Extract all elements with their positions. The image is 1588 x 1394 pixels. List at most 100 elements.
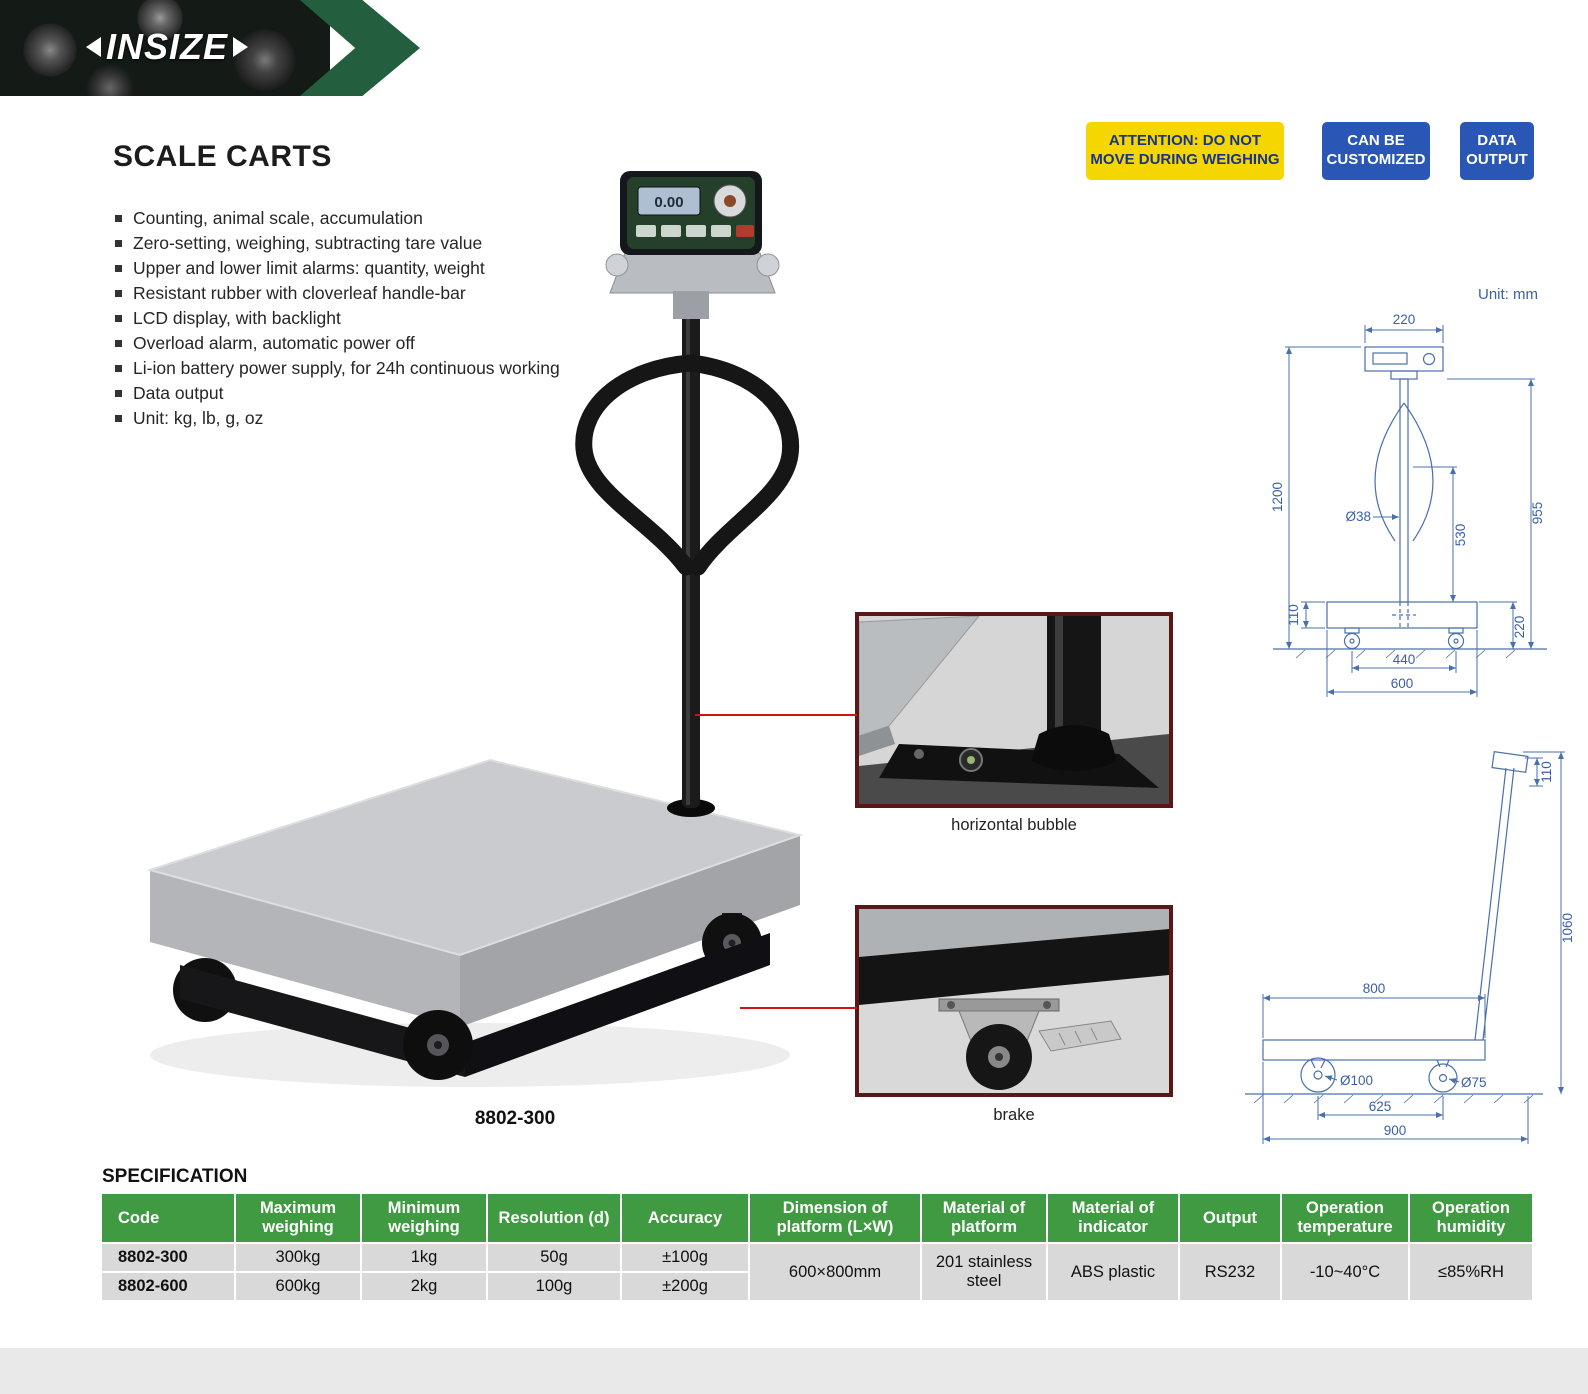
col-header-dimension: Dimension of platform (L×W) (748, 1192, 922, 1244)
bullet-icon (115, 390, 122, 397)
logo-left-arrow-icon (86, 37, 101, 57)
can-be-customized-badge: CAN BE CUSTOMIZED (1322, 122, 1430, 180)
bubble-caption: horizontal bubble (951, 816, 1077, 834)
cell-accuracy: ±100g (620, 1242, 750, 1273)
product-photo: 0.00 (146, 171, 804, 1087)
dim-handle-height: 955 (1530, 502, 1545, 525)
col-header-material-platform: Material of platform (920, 1192, 1048, 1244)
horizontal-bubble-photo (859, 616, 1169, 804)
unit-note: Unit: mm (1478, 286, 1538, 303)
col-header-accuracy: Accuracy (620, 1192, 750, 1244)
page-title: SCALE CARTS (113, 140, 332, 173)
dim-overall-height: 1060 (1560, 913, 1575, 943)
feature-item: Upper and lower limit alarms: quantity, … (113, 256, 565, 281)
col-header-operation-temperature: Operation temperature (1280, 1192, 1410, 1244)
specification-table: Code Maximum weighing Minimum weighing R… (100, 1192, 1534, 1302)
cell-maximum-weighing: 600kg (234, 1271, 362, 1302)
cell-accuracy: ±200g (620, 1271, 750, 1302)
bullet-icon (115, 315, 122, 322)
feature-text: Zero-setting, weighing, subtracting tare… (133, 233, 483, 253)
col-header-minimum-weighing: Minimum weighing (360, 1192, 488, 1244)
header-banner: INSIZE (0, 0, 1588, 96)
logo-right-arrow-icon (233, 37, 249, 57)
feature-list: Counting, animal scale, accumulation Zer… (113, 206, 565, 431)
cell-resolution: 50g (486, 1242, 622, 1273)
bullet-icon (115, 265, 122, 272)
feature-item: Overload alarm, automatic power off (113, 331, 565, 356)
col-header-output: Output (1178, 1192, 1282, 1244)
brake-caption: brake (993, 1106, 1035, 1124)
specification-heading: SPECIFICATION (102, 1166, 248, 1187)
model-caption: 8802-300 (474, 1108, 556, 1129)
cell-code: 8802-600 (100, 1271, 236, 1302)
feature-text: Counting, animal scale, accumulation (133, 208, 423, 228)
attention-badge-label: ATTENTION: DO NOT MOVE DURING WEIGHING (1090, 132, 1280, 168)
dim-rear-wheel-diameter: Ø75 (1461, 1075, 1487, 1090)
feature-item: Resistant rubber with cloverleaf handle-… (113, 281, 565, 306)
bullet-icon (115, 365, 122, 372)
feature-item: Data output (113, 381, 565, 406)
dim-indicator-width: 220 (1393, 312, 1416, 327)
bullet-icon (115, 290, 122, 297)
feature-text: Overload alarm, automatic power off (133, 333, 415, 353)
insize-logo: INSIZE (86, 26, 249, 68)
cell-operation-humidity: ≤85%RH (1408, 1242, 1534, 1302)
dim-platform-height: 220 (1512, 616, 1527, 639)
col-header-code: Code (100, 1192, 236, 1244)
table-row: 8802-300 300kg 1kg 50g ±100g 600×800mm 2… (100, 1242, 1534, 1302)
feature-item: LCD display, with backlight (113, 306, 565, 331)
data-output-badge: DATA OUTPUT (1460, 122, 1534, 180)
brake-photo (859, 909, 1169, 1093)
bullet-icon (115, 415, 122, 422)
cell-maximum-weighing: 300kg (234, 1242, 362, 1273)
cell-minimum-weighing: 2kg (360, 1271, 488, 1302)
connector-line-bubble (695, 714, 857, 716)
bullet-icon (115, 240, 122, 247)
inset-horizontal-bubble (855, 612, 1173, 808)
brake-pedal (1038, 1020, 1122, 1052)
feature-item: Unit: kg, lb, g, oz (113, 406, 565, 431)
feature-text: Li-ion battery power supply, for 24h con… (133, 358, 560, 378)
feature-text: Unit: kg, lb, g, oz (133, 408, 264, 428)
feature-item: Counting, animal scale, accumulation (113, 206, 565, 231)
col-header-resolution: Resolution (d) (486, 1192, 622, 1244)
bullet-icon (115, 215, 122, 222)
side-view-drawing: 110 1060 800 Ø100 Ø75 625 900 (1245, 751, 1575, 1144)
col-header-material-indicator: Material of indicator (1046, 1192, 1180, 1244)
logo-text: INSIZE (106, 26, 229, 67)
indicator-buttons (636, 225, 754, 237)
cell-output: RS232 (1178, 1242, 1282, 1302)
dim-front-wheel-diameter: Ø100 (1340, 1073, 1373, 1088)
dim-wheelbase-side: 625 (1369, 1099, 1392, 1114)
dim-overall-length: 900 (1384, 1123, 1407, 1138)
dim-total-height: 1200 (1270, 482, 1285, 512)
feature-text: Resistant rubber with cloverleaf handle-… (133, 283, 466, 303)
feature-item: Li-ion battery power supply, for 24h con… (113, 356, 565, 381)
feature-item: Zero-setting, weighing, subtracting tare… (113, 231, 565, 256)
cell-minimum-weighing: 1kg (360, 1242, 488, 1273)
cell-material-of-platform: 201 stainless steel (920, 1242, 1048, 1302)
cell-code: 8802-300 (100, 1242, 236, 1273)
attention-badge: ATTENTION: DO NOT MOVE DURING WEIGHING (1086, 122, 1284, 180)
dim-platform-width: 600 (1391, 676, 1414, 691)
lcd-value: 0.00 (654, 194, 683, 211)
dim-handle-to-platform: 530 (1453, 524, 1468, 547)
col-header-maximum-weighing: Maximum weighing (234, 1192, 362, 1244)
front-view-drawing: 220 1200 955 530 Ø38 110 220 440 600 (1270, 312, 1547, 697)
table-row: 8802-600 600kg 2kg 100g ±200g (100, 1271, 1533, 1302)
dim-pole-diameter: Ø38 (1345, 509, 1371, 524)
cell-material-of-indicator: ABS plastic (1046, 1242, 1180, 1302)
connector-line-brake (740, 1007, 857, 1009)
dim-wheelbase-front: 440 (1393, 652, 1416, 667)
table-header-row: Code Maximum weighing Minimum weighing R… (100, 1192, 1534, 1244)
feature-text: LCD display, with backlight (133, 308, 341, 328)
cell-operation-temperature: -10~40°C (1280, 1242, 1410, 1302)
dim-head-length: 110 (1539, 761, 1554, 783)
customized-badge-label: CAN BE CUSTOMIZED (1326, 132, 1426, 168)
machinery-photo (0, 0, 330, 96)
cell-dimension-of-platform: 600×800mm (748, 1242, 922, 1302)
feature-text: Data output (133, 383, 224, 403)
bullet-icon (115, 340, 122, 347)
feature-text: Upper and lower limit alarms: quantity, … (133, 258, 485, 278)
